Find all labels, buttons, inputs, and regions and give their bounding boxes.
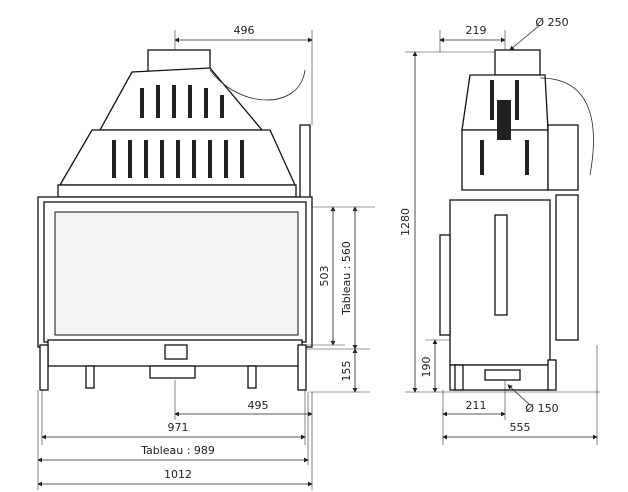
front-leg-right — [297, 344, 307, 391]
dim-total-height: 1280 — [399, 208, 412, 236]
front-cable — [209, 69, 306, 101]
side-cable — [539, 77, 594, 176]
side-slot — [494, 214, 508, 316]
dim-bottom-offset: 495 — [248, 399, 269, 412]
dim-flue-diameter: Ø 250 — [535, 16, 568, 29]
dim-tableau-height: Tableau : 560 — [340, 241, 353, 316]
side-leg — [547, 359, 557, 391]
dimension-labels: 496 219 Ø 250 1280 503 Tableau : 560 155… — [140, 16, 569, 481]
dim-side-flue-offset: 219 — [466, 24, 487, 37]
dim-side-bottom-offset: 211 — [466, 399, 487, 412]
dim-side-depth: 555 — [510, 421, 531, 434]
dim-glass-height: 503 — [318, 266, 331, 287]
side-air-inlet — [484, 369, 521, 381]
front-hood-base — [57, 184, 297, 198]
dim-base-height-front: 155 — [340, 361, 353, 382]
side-view — [439, 49, 594, 391]
front-handle — [164, 344, 188, 360]
dim-air-inlet-diameter: Ø 150 — [525, 402, 558, 415]
dim-tableau-width: Tableau : 989 — [140, 444, 215, 457]
front-leg — [247, 365, 257, 389]
front-glass — [54, 211, 299, 336]
front-leg — [85, 365, 95, 389]
side-bracket — [547, 124, 579, 191]
dim-front-top-width: 496 — [234, 24, 255, 37]
dim-base-height-side: 190 — [420, 357, 433, 378]
front-hood-top — [98, 67, 264, 131]
dim-total-width: 1012 — [164, 468, 192, 481]
side-leg — [454, 364, 464, 391]
front-hood-fins — [112, 85, 244, 178]
front-side-bracket — [299, 124, 311, 206]
side-door-frame — [555, 194, 579, 341]
dimension-lines — [37, 24, 600, 490]
front-view — [37, 49, 313, 391]
front-leg-left — [39, 344, 49, 391]
front-air-inlet — [149, 365, 196, 379]
side-handle — [439, 234, 451, 336]
side-flue-collar — [494, 49, 541, 76]
dim-inner-width: 971 — [168, 421, 189, 434]
